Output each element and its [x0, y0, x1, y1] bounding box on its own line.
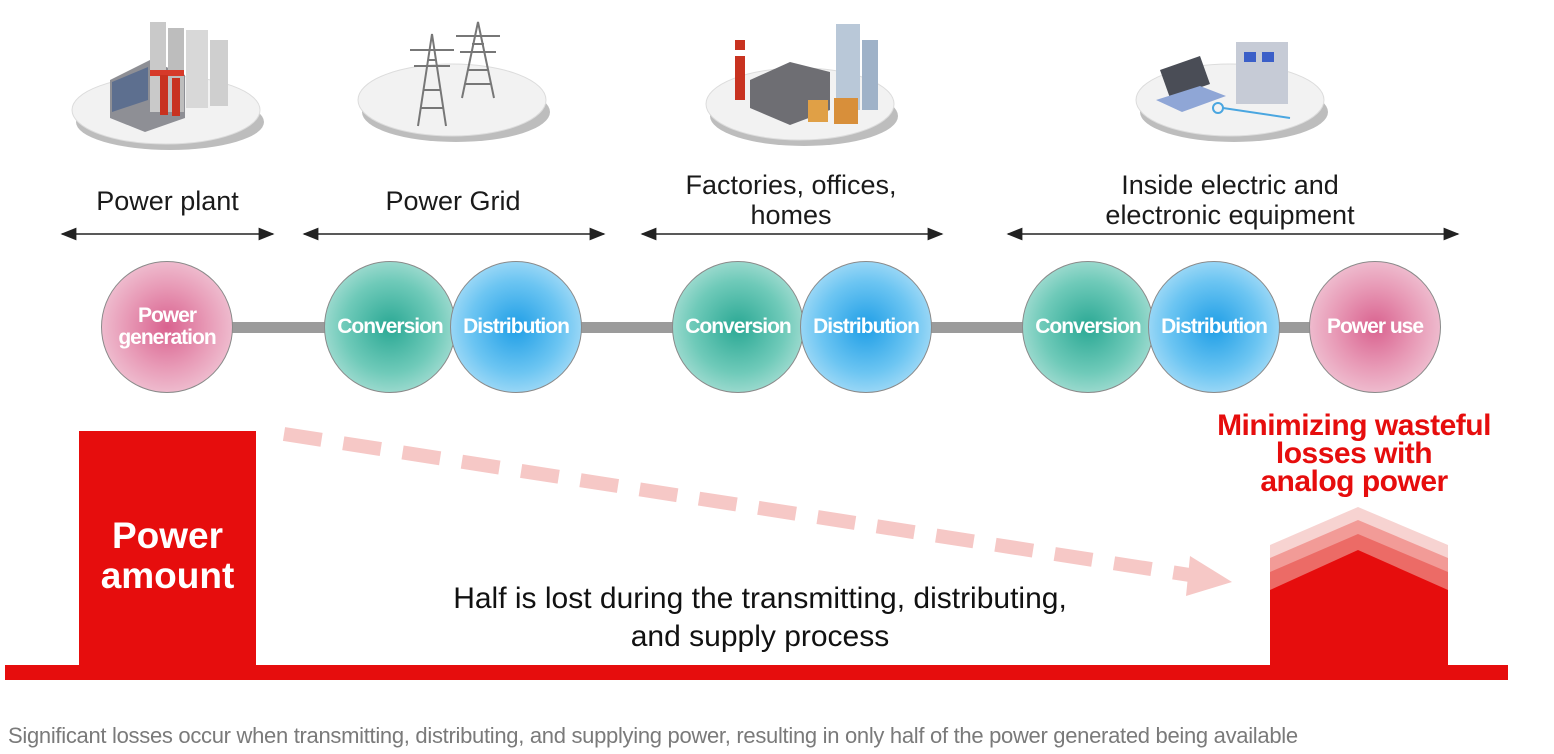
- power-plant-icon: [71, 22, 264, 150]
- stage-label-power-grid: Power Grid: [385, 186, 521, 216]
- analog-power-callout: Minimizing wasteful losses with analog p…: [1217, 409, 1491, 498]
- electronic-equipment-icon: [1135, 42, 1328, 142]
- connector-line: [1276, 322, 1316, 333]
- power-generated-bar: [79, 431, 256, 677]
- loss-description: Half is lost during the transmitting, di…: [453, 582, 1067, 653]
- caption: Significant losses occur when transmitti…: [8, 723, 1298, 748]
- node-conversion: Conversion: [672, 261, 804, 393]
- stage-label-factories: Factories, offices, homes: [685, 170, 897, 230]
- factory-buildings-icon: [705, 24, 898, 146]
- power-flow-graphic: [5, 427, 1508, 680]
- node-distribution: Distribution: [800, 261, 932, 393]
- power-available-bar: [1270, 507, 1448, 677]
- node-conversion: Conversion: [324, 261, 456, 393]
- illustration-layer: [71, 21, 1328, 150]
- node-distribution: Distribution: [1148, 261, 1280, 393]
- stage-label-power-plant: Power plant: [96, 186, 239, 216]
- connector-line: [928, 322, 1028, 333]
- baseline-bar: [5, 665, 1508, 680]
- stage-label-equipment: Inside electric and electronic equipment: [1105, 170, 1355, 230]
- node-conversion: Conversion: [1022, 261, 1154, 393]
- connector-line: [230, 322, 330, 333]
- dashed-loss-arrow: [282, 427, 1232, 596]
- connector-line: [580, 322, 680, 333]
- node-power-use: Power use: [1309, 261, 1441, 393]
- range-arrows: [60, 227, 1460, 241]
- power-amount-label: Power amount: [100, 515, 235, 596]
- node-distribution: Distribution: [450, 261, 582, 393]
- power-grid-icon: [357, 21, 550, 142]
